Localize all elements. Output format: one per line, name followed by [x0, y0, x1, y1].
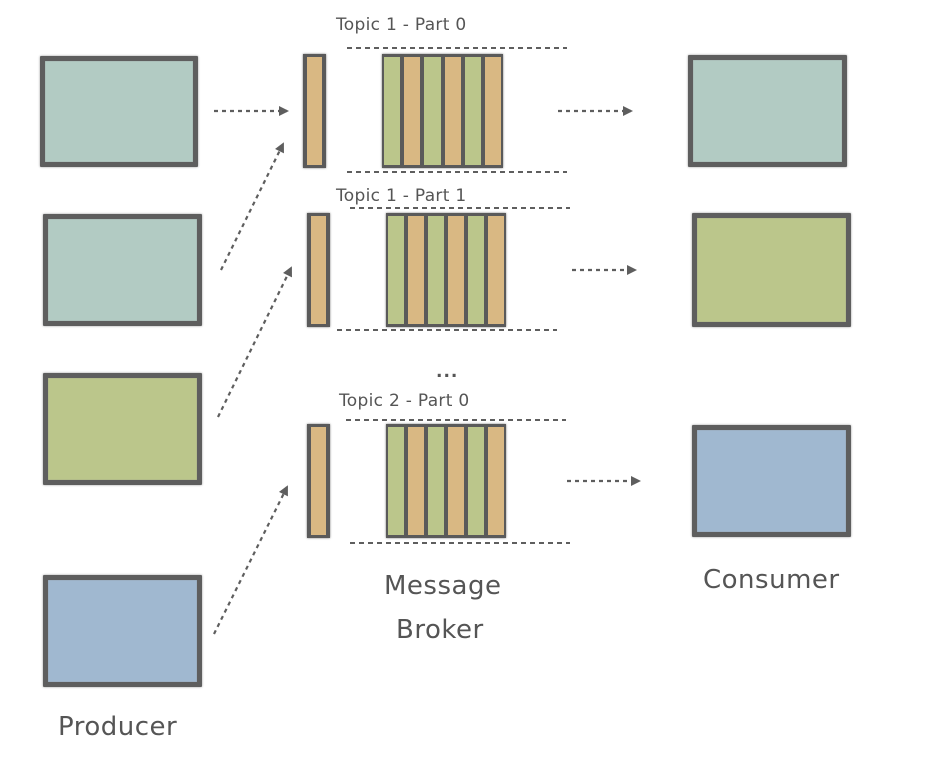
- queued-message: [488, 427, 504, 535]
- more-partitions-ellipsis: ...: [436, 362, 459, 382]
- queued-message: [488, 216, 504, 324]
- partition-label-1: Topic 1 - Part 0: [336, 15, 467, 35]
- queued-message: [408, 216, 424, 324]
- queued-message: [464, 57, 481, 165]
- queued-message: [384, 57, 401, 165]
- queued-message: [388, 216, 404, 324]
- message-queue-1: [382, 54, 503, 168]
- arrow-producer-4-to-partition-3: [213, 485, 288, 635]
- queued-message: [408, 427, 424, 535]
- producer-box-4: [43, 575, 202, 687]
- queued-message: [428, 427, 444, 535]
- incoming-message-3: [307, 424, 330, 538]
- producer-label: Producer: [58, 712, 178, 742]
- queued-message: [424, 57, 441, 165]
- consumer-box-1: [688, 55, 847, 167]
- incoming-message-2: [307, 213, 330, 327]
- queued-message: [448, 427, 464, 535]
- queued-message: [448, 216, 464, 324]
- incoming-message-1: [303, 54, 326, 168]
- queued-message: [444, 57, 461, 165]
- message-queue-2: [386, 213, 506, 327]
- producer-box-2: [43, 214, 202, 326]
- consumer-box-3: [692, 425, 851, 537]
- producer-box-3: [43, 373, 202, 485]
- queued-message: [468, 216, 484, 324]
- queued-message: [388, 427, 404, 535]
- consumer-label: Consumer: [703, 565, 840, 595]
- queued-message: [468, 427, 484, 535]
- arrow-producer-3-to-partition-2: [217, 266, 292, 418]
- broker-label-line2: Broker: [396, 615, 484, 645]
- queued-message: [404, 57, 421, 165]
- producer-box-1: [40, 56, 198, 167]
- message-queue-3: [386, 424, 506, 538]
- consumer-box-2: [692, 213, 851, 327]
- broker-label-line1: Message: [384, 571, 502, 601]
- partition-label-2: Topic 1 - Part 1: [336, 186, 467, 206]
- queued-message: [484, 57, 502, 165]
- partition-label-3: Topic 2 - Part 0: [339, 391, 470, 411]
- arrow-producer-2-to-partition-1: [220, 142, 284, 271]
- queued-message: [428, 216, 444, 324]
